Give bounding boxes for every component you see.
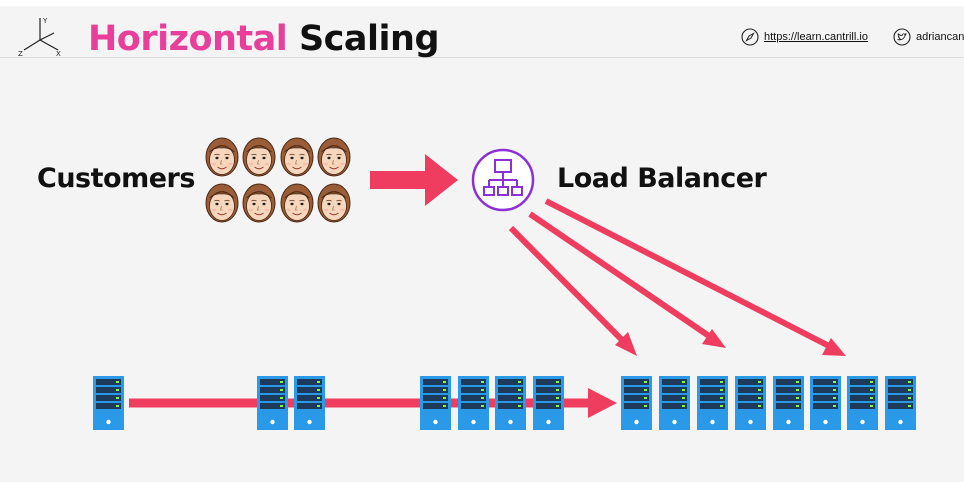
server-rack-icon	[847, 376, 878, 430]
twitter-bird-icon	[893, 28, 911, 46]
site-link-text[interactable]: https://learn.cantrill.io	[764, 31, 868, 43]
twitter-link[interactable]: adriancan	[893, 28, 964, 46]
site-link[interactable]: https://learn.cantrill.io	[741, 28, 868, 46]
xyz-axis-icon: Y Z X	[18, 17, 61, 58]
axis-y-label: Y	[42, 17, 48, 25]
load-balancer-label: Load Balancer	[557, 163, 767, 194]
lb-arrow-1	[508, 225, 637, 356]
customers-to-lb-arrow	[370, 154, 458, 206]
server-rack-icon	[621, 376, 652, 430]
header-bar: Y Z X Horizontal Scaling https://learn.c…	[0, 0, 964, 61]
server-rack-icon	[697, 376, 728, 430]
lb-arrow-2	[528, 211, 726, 348]
server-rack-icon	[735, 376, 766, 430]
server-rack-icon	[458, 376, 489, 430]
twitter-handle-text[interactable]: adriancan	[916, 31, 964, 43]
server-rack-icon	[773, 376, 804, 430]
compass-icon	[741, 28, 759, 46]
axis-x-label: X	[56, 50, 61, 58]
lb-arrow-3	[544, 198, 846, 356]
server-rack-icon	[420, 376, 451, 430]
server-rack-icon	[533, 376, 564, 430]
server-rack-icon	[257, 376, 288, 430]
title-accent: Horizontal	[88, 19, 288, 59]
server-rack-icon	[659, 376, 690, 430]
server-rack-icon	[885, 376, 916, 430]
title-rest: Scaling	[298, 19, 440, 59]
server-rack-icon	[495, 376, 526, 430]
page-title: Horizontal Scaling	[88, 17, 440, 61]
server-rack-icon	[810, 376, 841, 430]
customers-label: Customers	[37, 163, 195, 194]
axis-z-label: Z	[18, 50, 23, 58]
load-balancer-icon	[471, 148, 535, 212]
server-rack-icon	[93, 376, 124, 430]
server-rack-icon	[294, 376, 325, 430]
